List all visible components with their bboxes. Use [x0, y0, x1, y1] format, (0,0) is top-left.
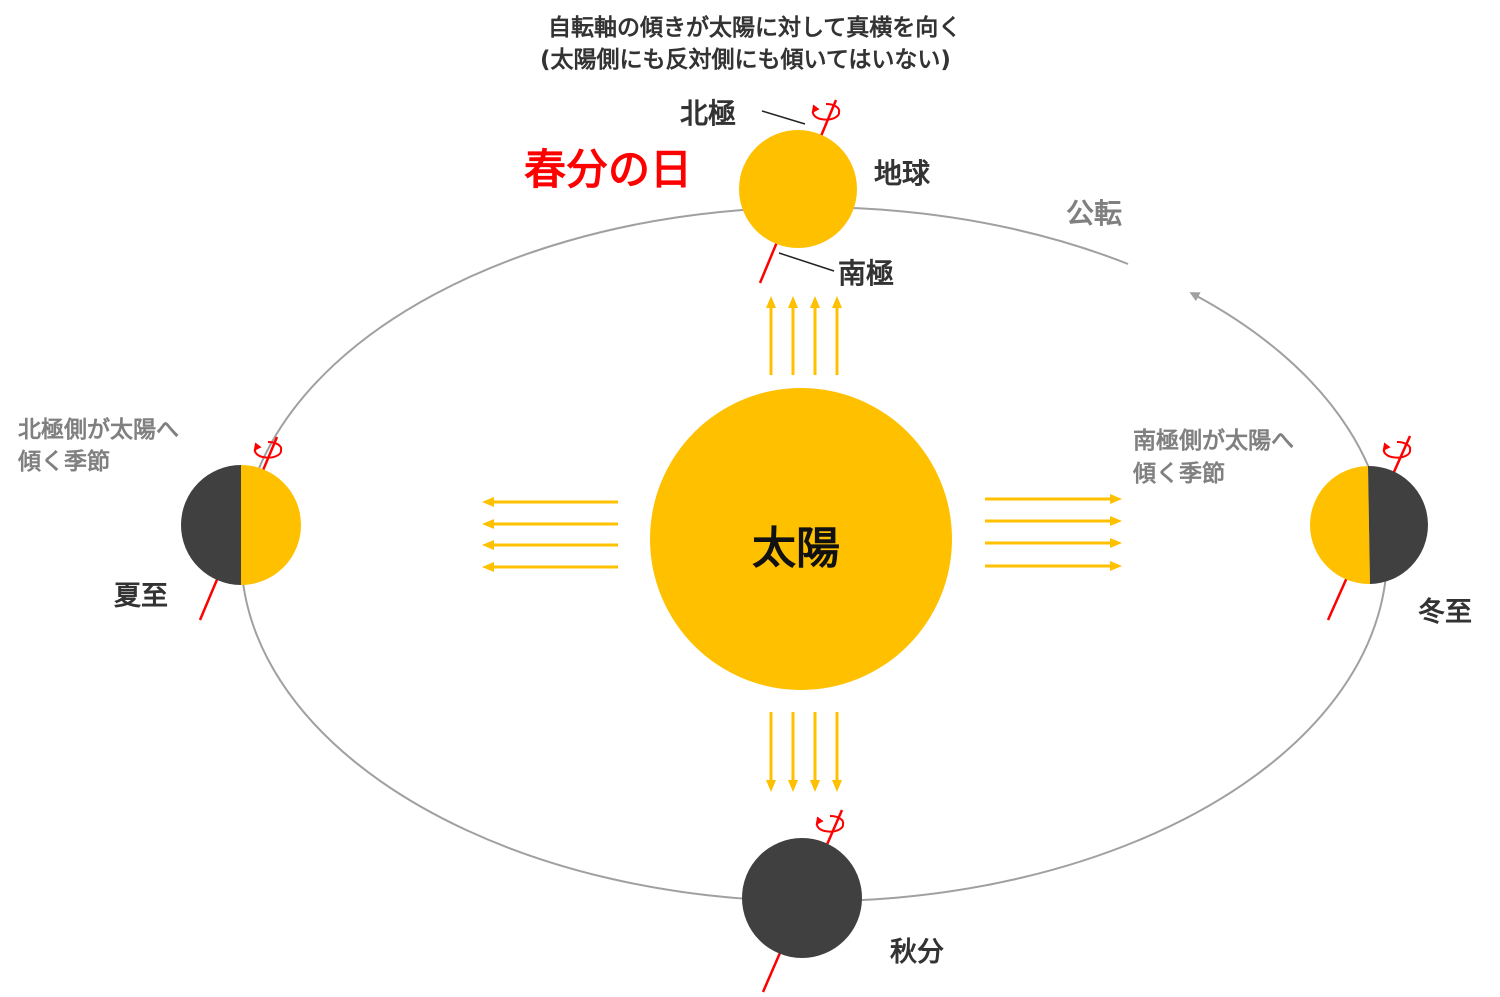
sun-rays-down [766, 712, 842, 792]
orbit-path [240, 206, 1388, 903]
sun-rays-up [766, 296, 842, 375]
caption-line2: (太陽側にも反対側にも傾いてはいない) [540, 47, 951, 73]
vernal-equinox-label: 春分の日 [524, 145, 693, 194]
rotation-icon [811, 102, 841, 121]
north-pole-leader [761, 110, 806, 125]
north-pole-label: 北極 [680, 97, 737, 130]
south-pole-leader [778, 252, 835, 272]
south-tilt-line1: 南極側が太陽へ [1133, 428, 1294, 454]
sun-rays-left [482, 497, 618, 572]
north-tilt-line2: 傾く季節 [18, 449, 110, 475]
rotation-icon [1382, 440, 1412, 459]
earth-summer [181, 436, 301, 621]
earth-autumn [742, 809, 862, 993]
winter-solstice-label: 冬至 [1418, 597, 1472, 628]
summer-solstice-label: 夏至 [114, 581, 168, 612]
sun-label: 太陽 [752, 523, 840, 574]
south-tilt-line2: 傾く季節 [1133, 461, 1225, 487]
caption-line1: 自転軸の傾きが太陽に対して真横を向く [548, 15, 962, 41]
rotation-icon [253, 440, 283, 459]
earth-winter [1310, 435, 1428, 621]
autumn-equinox-label: 秋分 [890, 937, 944, 968]
sun-rays-right [985, 494, 1122, 571]
revolution-label: 公転 [1066, 197, 1123, 230]
rotation-icon [815, 814, 845, 833]
earth-spring [739, 99, 857, 284]
sun [650, 388, 952, 690]
earth-label: 地球 [874, 157, 931, 190]
north-tilt-line1: 北極側が太陽へ [18, 417, 179, 443]
south-pole-label: 南極 [838, 257, 895, 290]
